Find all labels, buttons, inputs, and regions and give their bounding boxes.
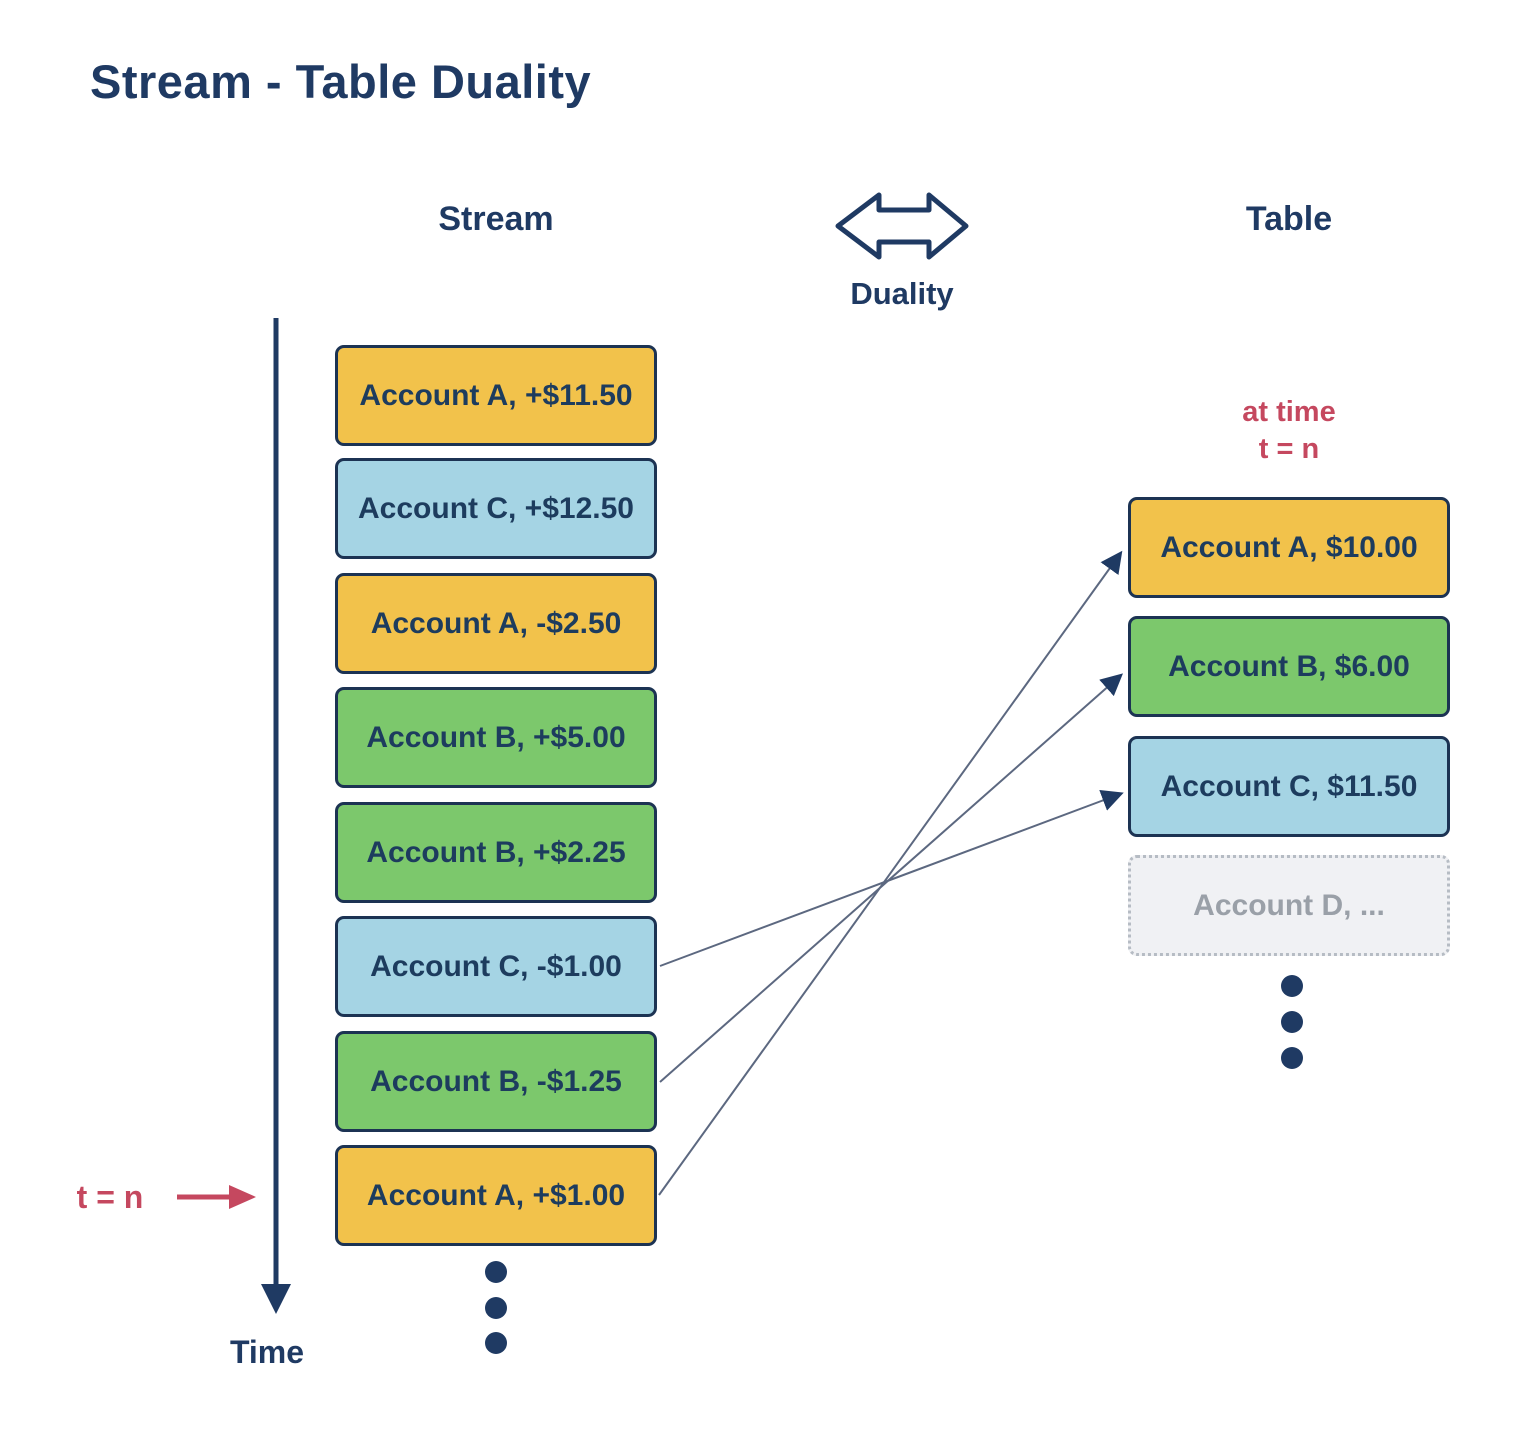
table-row-box: Account A, $10.00 [1128, 497, 1450, 598]
table-row-box: Account C, $11.50 [1128, 736, 1450, 837]
stream-event-box: Account C, -$1.00 [335, 916, 657, 1017]
table-time-note: at time t = n [1128, 394, 1450, 468]
table-time-note-line1: at time [1242, 396, 1336, 428]
connector-account-b [659, 673, 1123, 1083]
t-equals-n-pointer-arrow [177, 1185, 256, 1209]
connector-account-a [658, 550, 1123, 1196]
stream-event-box: Account B, -$1.25 [335, 1031, 657, 1132]
t-equals-n-label: t = n [76, 1179, 144, 1215]
table-ellipsis-dots [1281, 975, 1303, 1069]
time-axis-arrow [261, 318, 291, 1314]
stream-event-box: Account B, +$5.00 [335, 687, 657, 788]
stream-ellipsis-dots [485, 1261, 507, 1354]
table-column-header: Table [1245, 200, 1333, 238]
stream-event-box: Account A, +$11.50 [335, 345, 657, 446]
time-axis-label: Time [229, 1334, 305, 1370]
duality-label: Duality [850, 276, 954, 311]
page-title: Stream - Table Duality [90, 55, 592, 108]
table-row-box-placeholder: Account D, ... [1128, 855, 1450, 956]
stream-event-box: Account B, +$2.25 [335, 802, 657, 903]
stream-event-box: Account A, -$2.50 [335, 573, 657, 674]
duality-double-arrow-icon [835, 192, 969, 260]
stream-column-header: Stream [438, 200, 554, 238]
table-row-box: Account B, $6.00 [1128, 616, 1450, 717]
stream-event-box: Account C, +$12.50 [335, 458, 657, 559]
table-time-note-line2: t = n [1258, 433, 1320, 465]
stream-event-box: Account A, +$1.00 [335, 1145, 657, 1246]
